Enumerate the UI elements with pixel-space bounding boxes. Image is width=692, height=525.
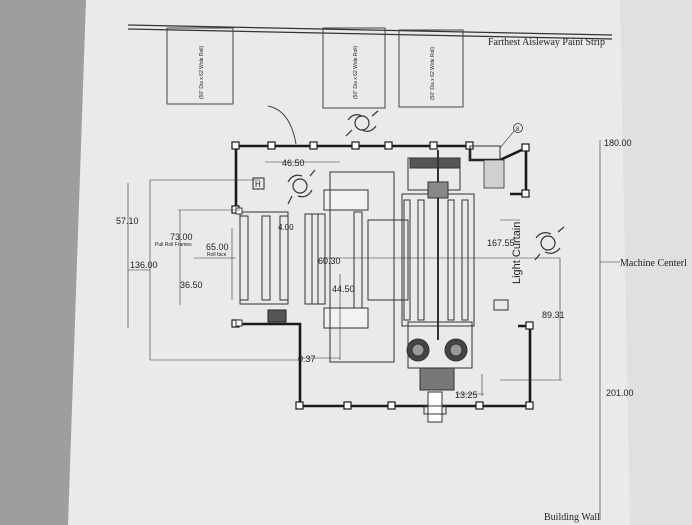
dim-57-10: 57.10 bbox=[116, 216, 139, 226]
roll-box bbox=[398, 29, 464, 108]
roll-label: (50" Dia x 62 Wide Roll) bbox=[199, 45, 205, 99]
dim-180-00: 180.00 bbox=[604, 138, 632, 148]
aisleway-paint-strip bbox=[127, 24, 613, 40]
h-marker: H bbox=[255, 180, 261, 189]
operator-icon bbox=[345, 110, 379, 137]
dim-46-50: 46.50 bbox=[282, 158, 305, 168]
cabinet-door bbox=[483, 159, 505, 189]
dim-136-00: 136.00 bbox=[130, 260, 158, 270]
callout-leader bbox=[499, 130, 515, 149]
roll-label: (50" Dia x 62 Wide Roll) bbox=[353, 45, 359, 99]
drive-motor bbox=[267, 309, 287, 323]
machine-centerline-label: Machine Centerl bbox=[620, 258, 687, 269]
dim-89-31: 89.31 bbox=[542, 310, 565, 320]
pull-roll-frames-label: Pull Roll Frames bbox=[155, 242, 192, 248]
dim-65-00: 65.00 bbox=[206, 242, 229, 252]
roll-label: (50" Dia x 62 Wide Roll) bbox=[430, 46, 436, 100]
callout-number: 8 bbox=[516, 127, 520, 133]
roll-face-label: Roll face bbox=[207, 252, 227, 258]
light-curtain-label: Light Curtain bbox=[511, 222, 523, 284]
building-wall-label: Building Wall bbox=[544, 512, 600, 523]
paint-strip-label: Farthest Aisleway Paint Strip bbox=[488, 37, 605, 48]
dim-60-30: 60.30 bbox=[318, 256, 341, 266]
callout-circle bbox=[513, 123, 523, 133]
paper-shadow bbox=[620, 0, 692, 525]
dim-13-25: 13.25 bbox=[455, 390, 478, 400]
operator-icon bbox=[287, 169, 316, 205]
dim-4-00: 4.00 bbox=[278, 223, 294, 232]
dim-36-50: 36.50 bbox=[180, 280, 203, 290]
dim-0-37: 0.37 bbox=[298, 354, 316, 364]
dimension-lines bbox=[127, 140, 620, 520]
dim-73-00: 73.00 bbox=[170, 232, 193, 242]
dim-201-00: 201.00 bbox=[606, 388, 634, 398]
dim-44-50: 44.50 bbox=[332, 284, 355, 294]
paper-sheet bbox=[68, 0, 692, 525]
roll-box bbox=[322, 27, 386, 109]
roll-storage bbox=[166, 27, 464, 109]
roll-box bbox=[166, 27, 234, 105]
h-marker-box bbox=[252, 177, 265, 190]
door-swing-arc bbox=[267, 105, 297, 145]
operator-icon bbox=[534, 226, 565, 261]
pull-roll-frames bbox=[235, 207, 326, 327]
dim-167-55: 167.55 bbox=[487, 238, 515, 248]
